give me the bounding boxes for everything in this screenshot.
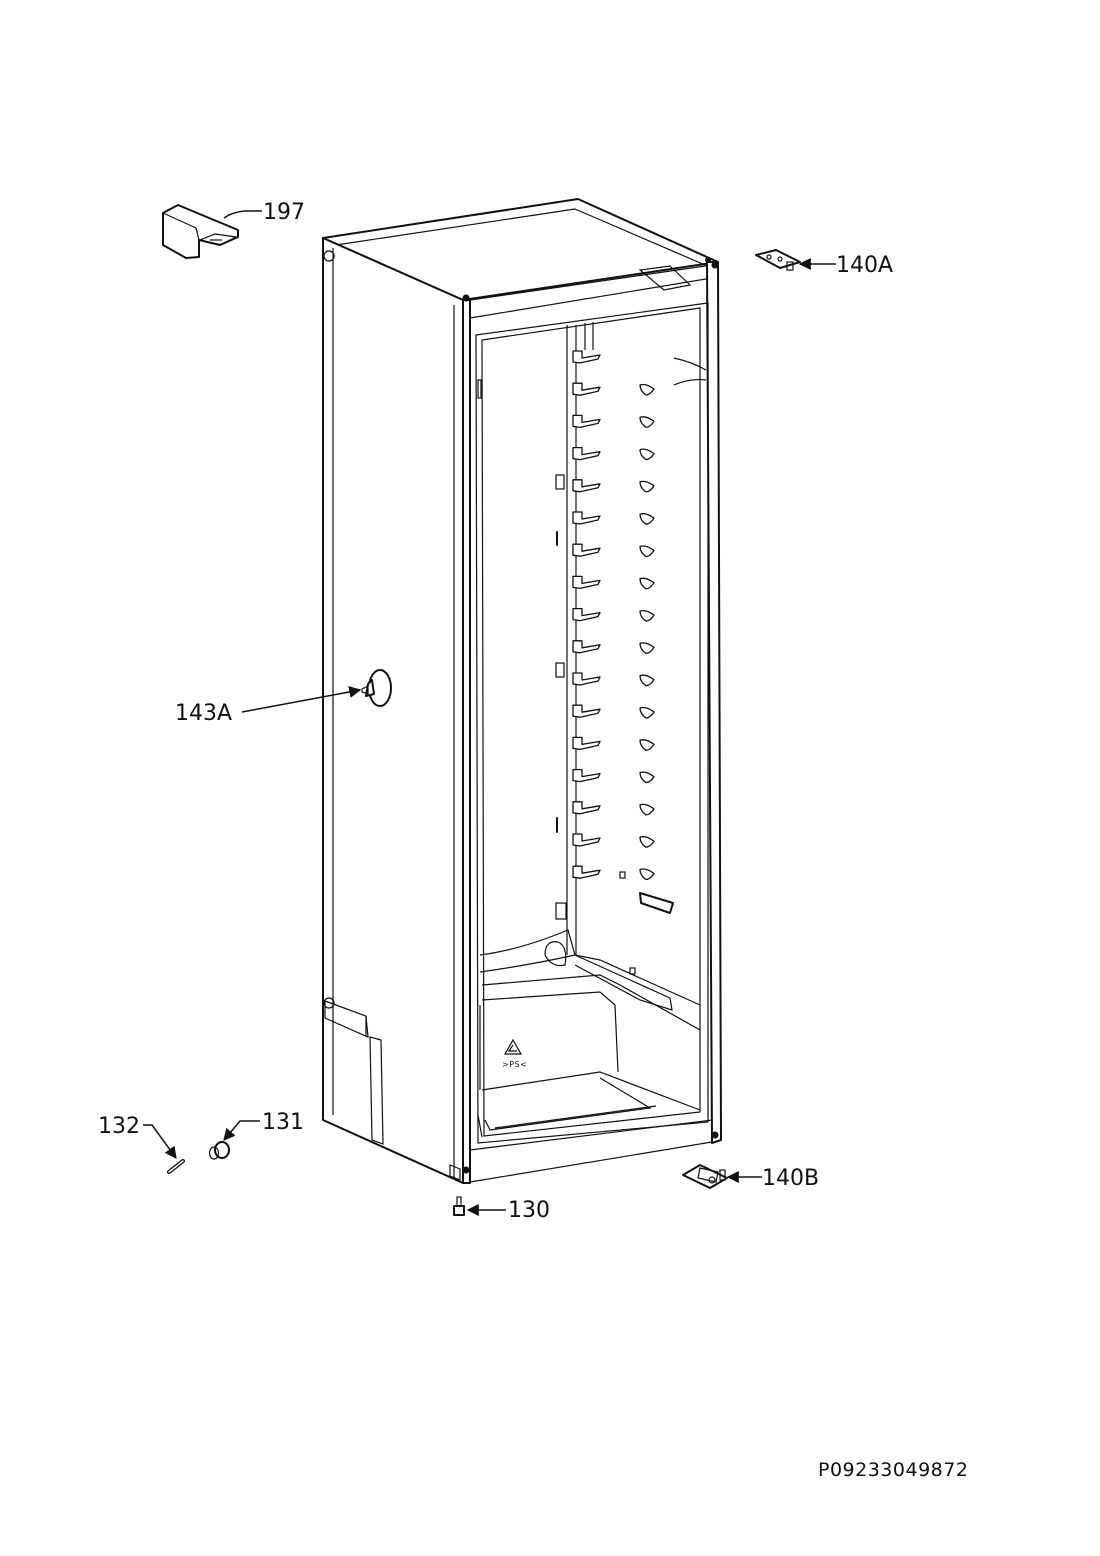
rail-cleat bbox=[572, 446, 601, 461]
recycle-symbol-icon bbox=[503, 1038, 523, 1055]
shelf-support bbox=[639, 577, 655, 590]
rail-cleat bbox=[572, 768, 601, 783]
rail-cleat bbox=[572, 672, 601, 686]
part-140b-hinge bbox=[682, 1164, 728, 1189]
rail-cleat bbox=[572, 640, 601, 654]
rail-cleat bbox=[572, 479, 601, 493]
callout-130: 130 bbox=[508, 1198, 550, 1223]
shelf-support bbox=[639, 448, 655, 461]
rail-cleat bbox=[572, 865, 601, 879]
callout-131: 131 bbox=[262, 1110, 304, 1135]
drawing-code: P09233049872 bbox=[818, 1459, 968, 1481]
part-197-cover bbox=[162, 204, 239, 259]
cabinet: >PS< bbox=[322, 198, 722, 1184]
shelf-rail-supports bbox=[572, 350, 601, 879]
shelf-support bbox=[639, 803, 655, 816]
part-140a-hinge bbox=[755, 249, 801, 271]
callout-132: 132 bbox=[98, 1114, 140, 1139]
part-130-foot bbox=[453, 1196, 465, 1216]
rail-cleat bbox=[572, 575, 601, 590]
shelf-support bbox=[639, 836, 655, 848]
part-131-bushing bbox=[208, 1141, 230, 1160]
shelf-support bbox=[639, 739, 655, 751]
rail-cleat bbox=[572, 833, 601, 847]
callout-140a: 140A bbox=[836, 253, 893, 278]
part-143a-plug bbox=[361, 669, 392, 707]
callout-140b: 140B bbox=[762, 1166, 819, 1191]
rail-cleat bbox=[572, 350, 601, 364]
shelf-support bbox=[639, 706, 655, 719]
rail-cleat bbox=[572, 704, 601, 718]
shelf-support bbox=[639, 545, 655, 558]
shelf-support bbox=[639, 771, 655, 784]
rail-cleat bbox=[572, 511, 601, 525]
shelf-support bbox=[639, 674, 655, 687]
shelf-supports bbox=[639, 383, 655, 881]
callout-143a: 143A bbox=[175, 701, 232, 726]
shelf-support bbox=[639, 642, 655, 655]
shelf-support bbox=[639, 868, 655, 881]
rail-cleat bbox=[572, 607, 601, 622]
part-132-pin bbox=[167, 1159, 185, 1174]
shelf-support bbox=[639, 383, 655, 396]
shelf-support bbox=[639, 480, 655, 493]
rail-cleat bbox=[572, 736, 601, 751]
recycle-marking: >PS< bbox=[502, 1060, 527, 1069]
shelf-support bbox=[639, 416, 655, 428]
rail-cleat bbox=[572, 414, 601, 429]
rail-cleat bbox=[572, 801, 601, 815]
callout-197: 197 bbox=[263, 200, 305, 225]
shelf-support bbox=[639, 513, 655, 525]
shelf-support bbox=[639, 609, 655, 622]
rail-cleat bbox=[572, 543, 601, 557]
rail-cleat bbox=[572, 382, 601, 396]
